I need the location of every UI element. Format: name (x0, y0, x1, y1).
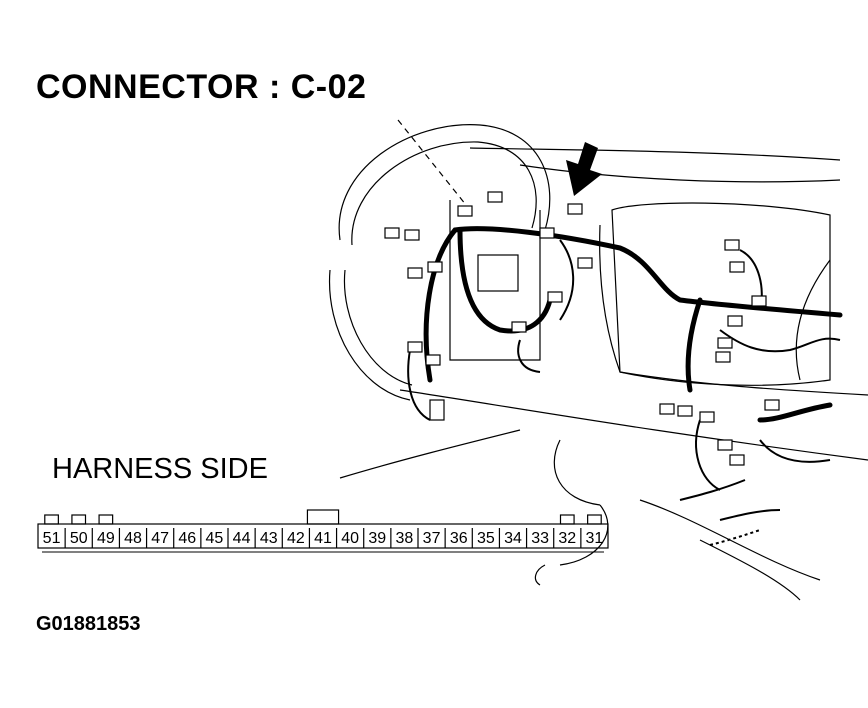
locking-tab (587, 514, 602, 525)
locking-tab (98, 514, 114, 525)
locking-tab (559, 514, 575, 525)
pin-label-44: 44 (233, 530, 251, 547)
connector-key (306, 509, 340, 525)
pin-label-35: 35 (477, 530, 495, 547)
pin-label-31: 31 (586, 530, 604, 547)
location-arrow-icon (566, 142, 602, 196)
locking-tab (44, 514, 59, 525)
pin-label-34: 34 (504, 530, 522, 547)
pin-label-46: 46 (178, 530, 196, 547)
pin-label-36: 36 (450, 530, 468, 547)
harness-side-label: HARNESS SIDE (52, 453, 268, 485)
pin-label-42: 42 (287, 530, 305, 547)
locking-tab (71, 514, 87, 525)
connector-title: CONNECTOR : C-02 (36, 68, 367, 106)
pin-label-48: 48 (124, 530, 142, 547)
pin-label-38: 38 (396, 530, 414, 547)
pin-label-47: 47 (151, 530, 169, 547)
figure-id: G01881853 (36, 613, 141, 635)
pin-label-33: 33 (531, 530, 549, 547)
pin-label-40: 40 (341, 530, 359, 547)
pin-label-41: 41 (314, 530, 332, 547)
pin-label-45: 45 (206, 530, 224, 547)
pin-label-51: 51 (43, 530, 61, 547)
pin-label-37: 37 (423, 530, 441, 547)
pin-label-49: 49 (97, 530, 115, 547)
pin-label-39: 39 (368, 530, 386, 547)
pin-label-43: 43 (260, 530, 278, 547)
pin-label-50: 50 (70, 530, 88, 547)
pin-label-32: 32 (558, 530, 576, 547)
